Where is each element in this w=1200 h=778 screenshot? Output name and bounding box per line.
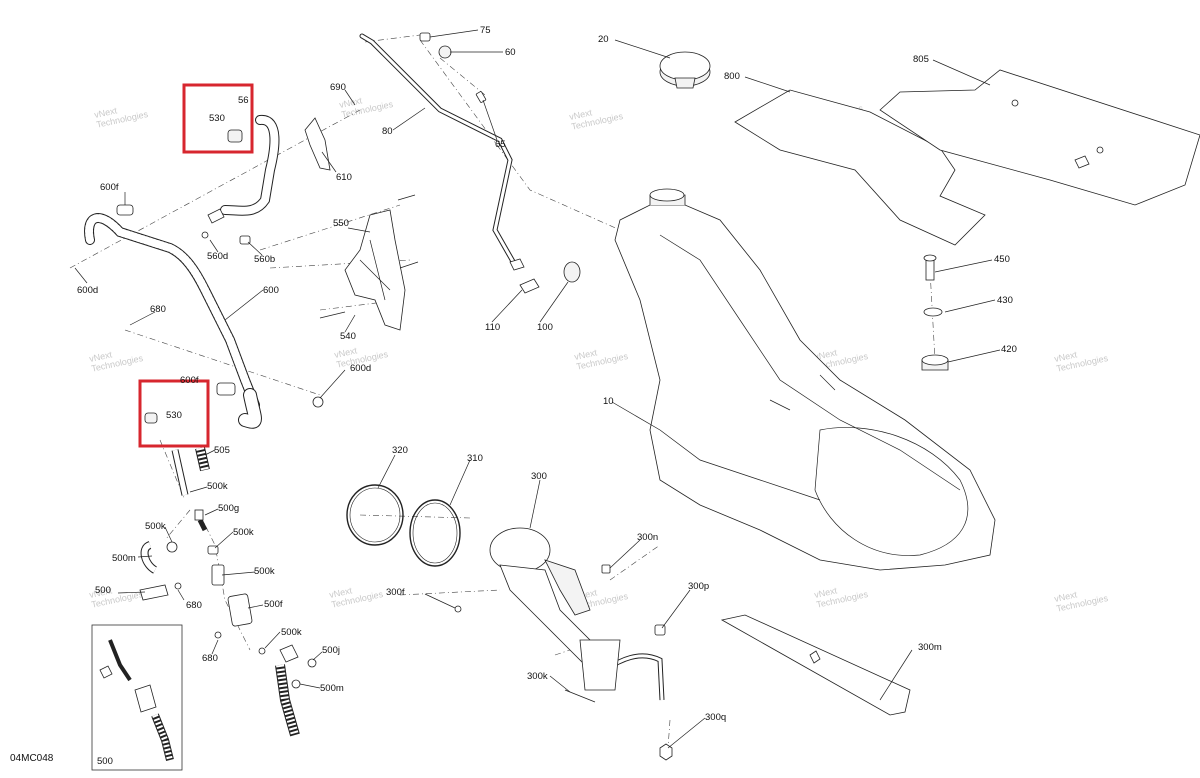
bracket-550: [319, 194, 419, 331]
part-label: 500k: [233, 527, 254, 538]
watermark: vNext: [813, 347, 838, 362]
part-label: 540: [340, 331, 356, 342]
part-label: 680: [186, 600, 202, 611]
vent-tube-80: [359, 33, 518, 268]
watermark: vNext: [568, 107, 593, 122]
part-label: 20: [598, 34, 609, 45]
hose-560: [201, 115, 280, 245]
part-label: 600f: [180, 375, 199, 386]
leader-lines: [74, 29, 1001, 749]
watermark: vNext: [88, 585, 113, 600]
part-label: 600: [263, 285, 279, 296]
part-label: 500j: [322, 645, 340, 656]
part-label: 300n: [637, 532, 658, 543]
part-label: 690: [330, 82, 346, 93]
part-label: 500: [95, 585, 111, 596]
watermark: vNext: [573, 347, 598, 362]
part-label: 505: [214, 445, 230, 456]
watermark: vNext: [88, 349, 113, 364]
watermark: vNext: [1053, 589, 1078, 604]
hose-600: [84, 204, 324, 429]
part-label: 310: [467, 453, 483, 464]
part-label: 300m: [918, 642, 942, 653]
inset-500: 500: [91, 624, 183, 771]
watermark: vNext: [813, 585, 838, 600]
part-label: 500k: [207, 481, 228, 492]
part-label: 600d: [350, 363, 371, 374]
part-label: 500f: [264, 599, 283, 610]
part-label: 300k: [527, 671, 548, 682]
part-label: 320: [392, 445, 408, 456]
part-label: 300f: [386, 587, 405, 598]
part-label: 530: [166, 410, 182, 421]
ring-310: [409, 499, 461, 567]
watermark: vNext: [93, 105, 118, 120]
fuel-pump-300: [489, 527, 665, 701]
part-label: 560b: [254, 254, 275, 265]
part-label: 680: [150, 304, 166, 315]
part-label: 80: [382, 126, 393, 137]
bracket-610: [304, 117, 331, 171]
part-label: 65: [495, 139, 506, 150]
heat-shield-800: [734, 89, 986, 246]
part-label: 550: [333, 218, 349, 229]
watermark: vNext: [1053, 349, 1078, 364]
part-label: 10: [603, 396, 614, 407]
mount-hardware: [921, 254, 949, 371]
fuel-cap-20: [659, 51, 711, 89]
part-label: 100: [537, 322, 553, 333]
part-label: 300: [531, 471, 547, 482]
part-label: 500k: [254, 566, 275, 577]
inset-label: 500: [97, 756, 113, 767]
hose-505: [171, 446, 210, 496]
part-label: 500g: [218, 503, 239, 514]
part-label: 300p: [688, 581, 709, 592]
fuel-tank-10: [614, 188, 996, 571]
watermark: vNext: [338, 95, 363, 110]
clamp-530-lower: [144, 412, 158, 424]
ring-320: [346, 484, 404, 546]
part-label: 110: [485, 322, 500, 333]
part-label: 530: [209, 113, 225, 124]
part-label: 500k: [281, 627, 302, 638]
part-label: 500k: [145, 521, 166, 532]
part-label: 56: [238, 95, 249, 106]
part-label: 500m: [320, 683, 344, 694]
part-label: 560d: [207, 251, 228, 262]
watermark: vNext: [333, 345, 358, 360]
part-label: 430: [997, 295, 1013, 306]
part-label: 75: [480, 25, 491, 36]
watermark: vNext: [328, 585, 353, 600]
part-label: 500m: [112, 553, 136, 564]
part-labels: 75 60 20 805 800 690 56 530 80 65 610 60…: [77, 25, 1017, 723]
part-label: 600f: [100, 182, 119, 193]
part-label: 610: [336, 172, 352, 183]
shield-300m: [720, 614, 911, 716]
part-label: 800: [724, 71, 740, 82]
fittings-top: [419, 32, 581, 294]
diagram-code: 04MC048: [10, 753, 54, 764]
part-label: 805: [913, 54, 929, 65]
part-label: 60: [505, 47, 516, 58]
highlight-box-530-top: [182, 83, 254, 154]
part-label: 600d: [77, 285, 98, 296]
part-label: 300q: [705, 712, 726, 723]
clamp-530-top: [227, 129, 243, 143]
part-label: 450: [994, 254, 1010, 265]
part-label: 420: [1001, 344, 1017, 355]
heat-shield-805: [879, 69, 1200, 206]
highlight-box-530-lower: [138, 379, 210, 448]
part-label: 680: [202, 653, 218, 664]
